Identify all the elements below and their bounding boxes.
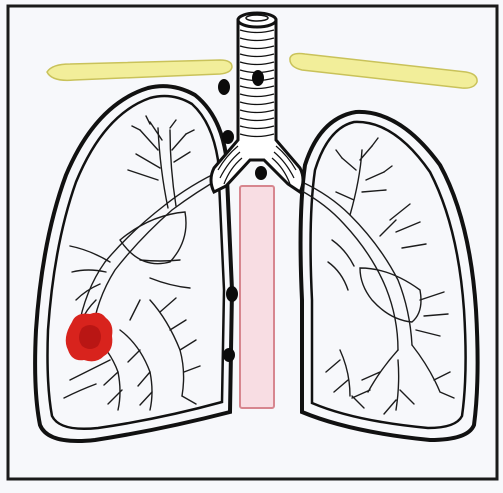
lymph-node — [226, 286, 238, 302]
lymph-node — [218, 79, 230, 95]
tumor-lesion-core — [79, 325, 101, 349]
esophagus — [240, 186, 274, 408]
lymph-node — [222, 130, 234, 144]
lymph-node — [255, 166, 267, 180]
lymph-node — [223, 348, 235, 362]
lymph-node — [252, 70, 264, 86]
